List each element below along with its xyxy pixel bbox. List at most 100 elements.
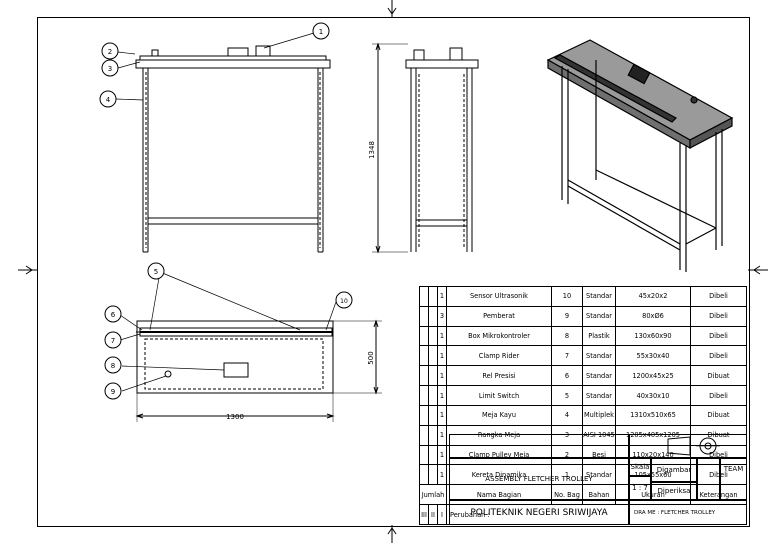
balloon-9: 9 xyxy=(111,388,115,396)
part-qty: 1 xyxy=(437,424,447,446)
part-size: 40x30x10 xyxy=(615,385,691,406)
blank-a xyxy=(419,385,429,406)
part-note: Dibuat xyxy=(690,404,747,426)
part-qty: 1 xyxy=(437,325,447,347)
part-qty: 1 xyxy=(437,365,447,387)
part-name: Kereta Dinamika xyxy=(446,464,552,486)
skala-value: 1 : 7 xyxy=(629,476,651,500)
part-size: 45x20x2 xyxy=(615,286,691,307)
part-number: 7 xyxy=(551,345,583,367)
part-name: Pemberat xyxy=(446,305,552,327)
drawing-border xyxy=(37,17,750,527)
digambar-label: Digambar xyxy=(651,458,697,482)
isometric-view xyxy=(546,39,734,272)
balloon-7: 7 xyxy=(111,337,115,345)
revision-col-3: III xyxy=(419,504,429,525)
center-mark-left xyxy=(18,265,37,275)
part-name: Sensor Ultrasonik xyxy=(446,286,552,307)
part-material: Standar xyxy=(582,345,616,367)
side-view xyxy=(405,47,479,252)
balloon-leaders xyxy=(115,32,337,392)
part-name: Limit Switch xyxy=(446,385,552,406)
part-qty: 1 xyxy=(437,404,447,426)
blank-b xyxy=(428,404,438,426)
part-note: Dibuat xyxy=(690,365,747,387)
blank-b xyxy=(428,424,438,446)
drawing-title: ASSEMBLY FLETCHER TROLLEY xyxy=(449,458,629,500)
blank-b xyxy=(428,385,438,406)
part-name: Rel Presisi xyxy=(446,365,552,387)
part-material: Standar xyxy=(582,286,616,307)
team-label: TEAM xyxy=(720,458,747,500)
center-mark-bottom xyxy=(387,525,397,543)
blank-b xyxy=(428,286,438,307)
blank-b xyxy=(428,365,438,387)
part-note: Dibeli xyxy=(690,325,747,347)
balloon-6: 6 xyxy=(111,311,116,319)
blank-a xyxy=(419,365,429,387)
part-number: 9 xyxy=(551,305,583,327)
part-material: Standar xyxy=(582,305,616,327)
balloons xyxy=(99,22,353,400)
signature-cell xyxy=(697,458,720,500)
part-qty: 1 xyxy=(437,444,447,466)
balloon-2: 2 xyxy=(108,48,112,56)
institution-name: POLITEKNIK NEGERI SRIWIJAYA xyxy=(449,500,629,525)
part-number: 10 xyxy=(551,286,583,307)
balloon-3: 3 xyxy=(108,65,112,73)
part-material: Plastik xyxy=(582,325,616,347)
part-note: Dibeli xyxy=(690,286,747,307)
part-size: 55x30x40 xyxy=(615,345,691,367)
blank-a xyxy=(419,286,429,307)
part-material: Multiplek xyxy=(582,404,616,426)
revision-col-2: II xyxy=(428,504,438,525)
balloon-10: 10 xyxy=(340,298,348,305)
part-size: 1310x510x65 xyxy=(615,404,691,426)
part-name: Box Mikrokontroler xyxy=(446,325,552,347)
part-name: Clamp Rider xyxy=(446,345,552,367)
projection-area xyxy=(449,434,629,458)
blank-b xyxy=(428,444,438,466)
center-mark-top xyxy=(387,0,397,17)
blank-a xyxy=(419,305,429,327)
part-material: Standar xyxy=(582,385,616,406)
blank-b xyxy=(428,345,438,367)
part-size: 1200x45x25 xyxy=(615,365,691,387)
blank-a xyxy=(419,444,429,466)
top-view xyxy=(135,319,382,422)
blank-a xyxy=(419,345,429,367)
part-number: 8 xyxy=(551,325,583,347)
header-jumlah: Jumlah xyxy=(419,484,447,506)
part-qty: 3 xyxy=(437,305,447,327)
height-dimension-label: 1348 xyxy=(368,141,376,159)
part-number: 5 xyxy=(551,385,583,406)
blank-b xyxy=(428,325,438,347)
depth-dimension-label: 500 xyxy=(367,351,375,364)
height-dimension xyxy=(372,42,408,254)
blank-a xyxy=(419,404,429,426)
balloon-8: 8 xyxy=(111,362,115,370)
part-qty: 1 xyxy=(437,464,447,486)
blank-b xyxy=(428,305,438,327)
revision-col-1: I xyxy=(437,504,447,525)
part-qty: 1 xyxy=(437,286,447,307)
blank-b xyxy=(428,464,438,486)
blank-a xyxy=(419,464,429,486)
front-view xyxy=(135,45,331,253)
part-material: Standar xyxy=(582,365,616,387)
part-note: Dibeli xyxy=(690,385,747,406)
balloon-5: 5 xyxy=(154,268,158,276)
blank-a xyxy=(419,325,429,347)
blank-a xyxy=(419,424,429,446)
diperiksa-label: Diperiksa xyxy=(651,482,697,500)
part-qty: 1 xyxy=(437,385,447,406)
